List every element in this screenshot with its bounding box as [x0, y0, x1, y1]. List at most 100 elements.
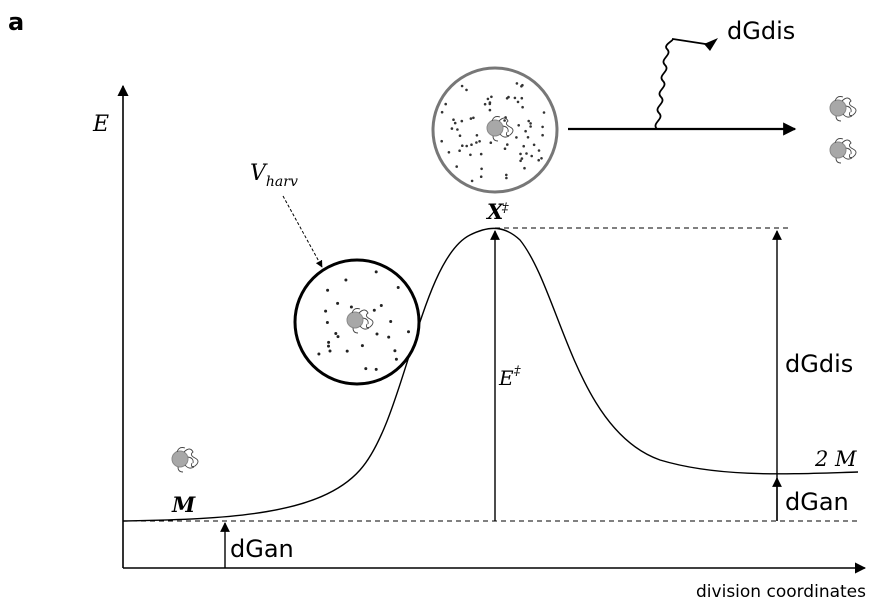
particle	[349, 305, 353, 309]
particle	[503, 119, 506, 122]
particle	[522, 144, 525, 148]
volume-label: Vharv	[250, 161, 298, 190]
reference-lines	[123, 227, 860, 522]
particle	[465, 88, 468, 92]
particle	[444, 102, 448, 106]
activation-energy-label: E	[498, 366, 514, 390]
axes	[117, 84, 867, 574]
gain-label-bottom: dGan	[230, 535, 294, 563]
particle	[374, 270, 378, 274]
volume-label-main: V	[250, 161, 268, 186]
transition-state-mark: ‡	[501, 201, 509, 216]
particle	[505, 97, 509, 100]
particle	[470, 179, 474, 183]
dissipation-label-top: dGdis	[727, 17, 795, 45]
particle	[460, 119, 464, 123]
particle	[516, 100, 520, 104]
harvest-volume-sphere	[293, 258, 421, 386]
y-axis-label: E	[92, 112, 109, 137]
particle	[505, 173, 508, 177]
particle	[328, 349, 332, 353]
product-molecule-icon-2	[829, 138, 857, 164]
particle	[440, 110, 444, 114]
transition-state-label: X	[485, 199, 504, 224]
particle	[488, 102, 492, 106]
particle	[475, 134, 479, 137]
particle	[490, 95, 493, 99]
particle	[541, 125, 544, 129]
dissipation-wave-arrowhead	[704, 38, 718, 51]
particle	[375, 332, 379, 336]
panel-label: a	[8, 8, 24, 36]
particle	[480, 167, 483, 171]
particle	[334, 332, 338, 335]
particle	[483, 102, 487, 106]
particle	[529, 122, 532, 125]
dissipation-wave-arrow	[654, 37, 713, 130]
particle	[389, 320, 393, 323]
particle	[461, 144, 464, 147]
particle	[326, 288, 330, 292]
particle	[345, 349, 349, 353]
particle	[336, 301, 340, 305]
particle	[452, 118, 455, 121]
particle	[520, 96, 524, 100]
particle	[478, 140, 481, 143]
particle	[529, 125, 532, 128]
particle	[532, 143, 536, 147]
activation-energy-mark: ‡	[513, 364, 521, 379]
particle	[504, 116, 507, 119]
x-axis-label: division coordinates	[696, 582, 866, 602]
particle	[475, 141, 478, 144]
particle	[489, 141, 493, 144]
volume-pointer-arrow	[282, 195, 323, 268]
transition-sphere	[431, 66, 559, 194]
particle	[515, 82, 519, 85]
particle	[387, 335, 391, 339]
product-molecule-icon-1	[829, 96, 857, 122]
particle	[324, 309, 328, 313]
particle	[325, 321, 329, 324]
particle	[407, 330, 410, 334]
energy-curve	[122, 227, 859, 522]
particle	[540, 157, 543, 160]
product-label: 2 M	[814, 447, 857, 471]
transition-sphere-particles	[440, 82, 546, 183]
particle	[469, 117, 473, 120]
particle	[521, 105, 524, 109]
particle	[506, 143, 509, 146]
particle	[450, 127, 454, 130]
particle	[379, 304, 383, 307]
particle	[440, 139, 444, 143]
reactant-molecule-icon	[171, 447, 199, 473]
particle	[541, 133, 544, 137]
particle	[527, 119, 530, 123]
particle	[486, 97, 490, 101]
sphere-particles	[317, 270, 410, 371]
particle	[470, 143, 473, 146]
particle	[396, 286, 400, 289]
particle	[520, 157, 524, 160]
particle	[479, 152, 483, 156]
particle	[393, 349, 397, 353]
particle	[458, 149, 461, 152]
particle	[488, 108, 492, 112]
particle	[456, 128, 459, 131]
particle	[327, 344, 330, 348]
particle	[542, 111, 546, 114]
particle	[513, 96, 517, 100]
particle	[537, 149, 541, 152]
particle	[360, 344, 364, 348]
particle	[317, 352, 321, 356]
particle	[336, 335, 340, 339]
particle	[458, 134, 462, 137]
particle	[505, 176, 508, 180]
particle	[521, 83, 524, 87]
particle	[327, 340, 331, 344]
dissipation-label-right: dGdis	[785, 350, 853, 378]
particle	[447, 151, 451, 154]
particle	[469, 153, 472, 157]
particle	[374, 367, 378, 371]
particle	[479, 175, 483, 178]
